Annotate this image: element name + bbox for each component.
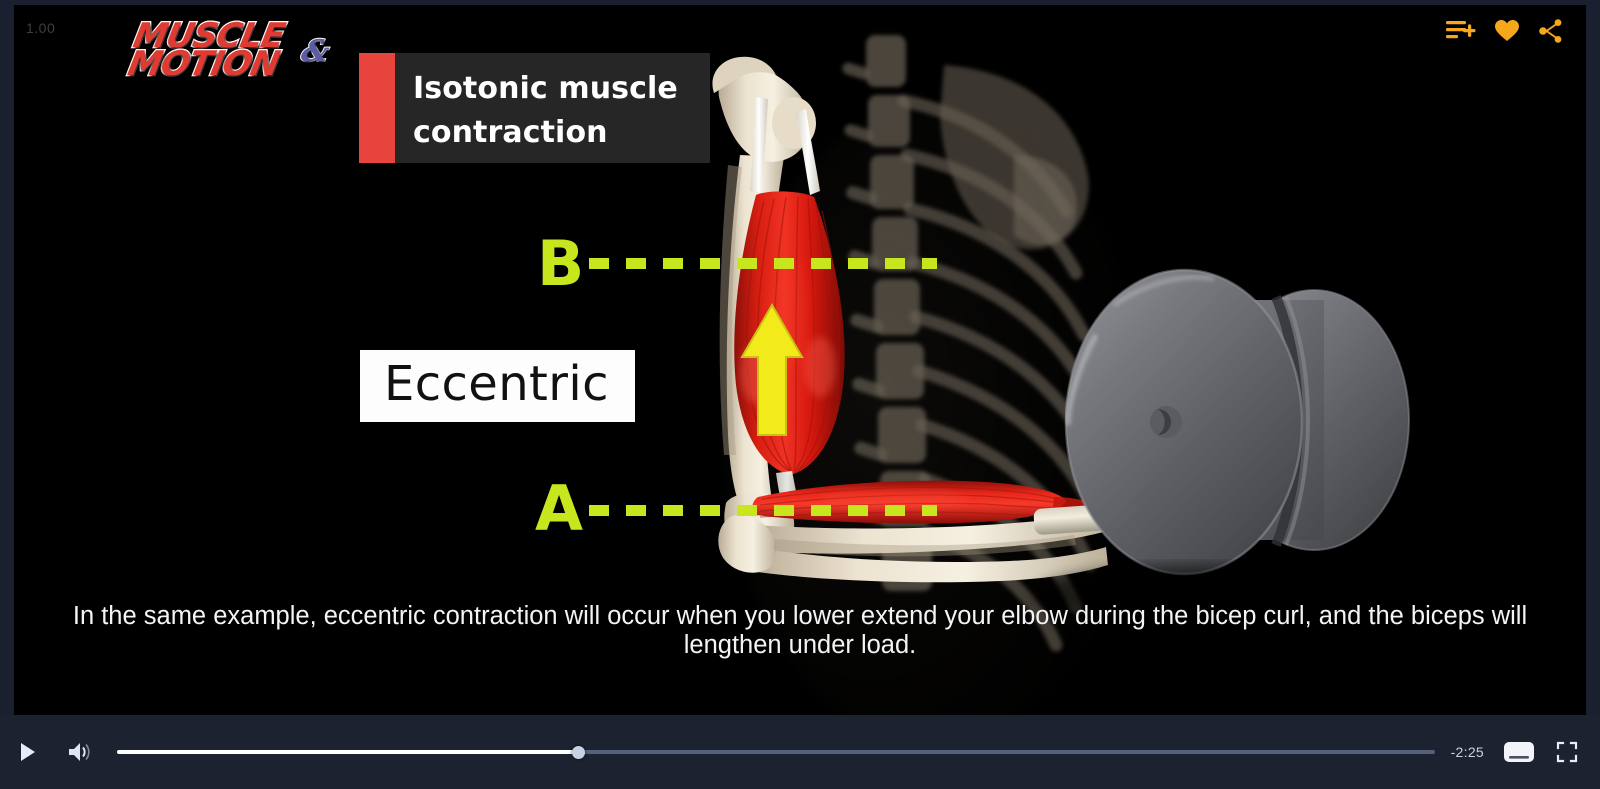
- top-action-bar: [1446, 18, 1564, 44]
- play-button[interactable]: [11, 735, 45, 769]
- marker-line-a: [589, 505, 937, 516]
- volume-on-icon: [69, 743, 90, 761]
- slide-title-line-2: contraction: [413, 114, 608, 150]
- title-accent-bar: [359, 53, 395, 163]
- caption-text: In the same example, eccentric contracti…: [72, 602, 1528, 659]
- volume-button[interactable]: [65, 737, 95, 767]
- play-icon: [21, 743, 35, 761]
- marker-line-b: [589, 258, 937, 269]
- direction-arrow-icon: [740, 302, 804, 436]
- marker-label-b: B: [537, 227, 585, 300]
- biceps-tendons: [750, 97, 820, 195]
- slide-title-card: Isotonic muscle contraction: [359, 53, 710, 163]
- player-controls: -2:25: [0, 715, 1600, 789]
- progress-track: [117, 750, 1435, 754]
- progress-fill: [117, 750, 579, 754]
- time-remaining: -2:25: [1450, 744, 1484, 760]
- marker-label-a: A: [535, 472, 583, 545]
- fullscreen-icon: [1556, 741, 1578, 763]
- heart-icon[interactable]: [1494, 19, 1520, 43]
- progress-bar[interactable]: [117, 741, 1435, 763]
- forearm-bones: [718, 509, 1114, 583]
- dumbbell: [1033, 268, 1410, 625]
- share-icon[interactable]: [1538, 18, 1564, 44]
- captions-icon: [1504, 742, 1534, 762]
- captions-button[interactable]: [1502, 737, 1536, 767]
- playlist-add-icon[interactable]: [1446, 18, 1476, 44]
- progress-handle[interactable]: [571, 745, 585, 759]
- speed-indicator: 1.00: [26, 20, 56, 36]
- logo-line-2: MOTION: [123, 43, 283, 86]
- video-stage[interactable]: 1.00: [14, 5, 1586, 715]
- contraction-phase-label: Eccentric: [360, 350, 635, 422]
- slide-title-line-1: Isotonic muscle: [413, 71, 678, 106]
- fullscreen-button[interactable]: [1554, 739, 1580, 765]
- slide-title: Isotonic muscle contraction: [395, 53, 694, 163]
- brand-logo: MUSCLE MOTION &: [123, 15, 333, 86]
